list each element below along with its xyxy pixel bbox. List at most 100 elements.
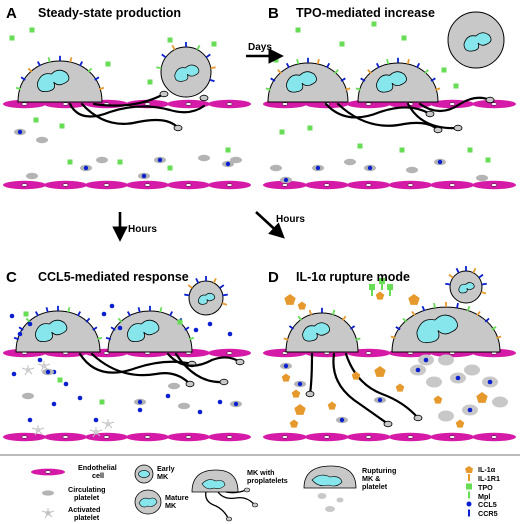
panel-a-title: Steady-state production	[38, 6, 181, 20]
bound-ligand	[387, 284, 393, 290]
bound-ligand	[379, 278, 385, 284]
proplatelet-extension	[92, 92, 166, 107]
il1a-molecule	[327, 401, 337, 410]
legend-mature-mk-icon	[134, 489, 162, 515]
il1a-molecule	[374, 366, 386, 377]
receptor	[332, 309, 336, 315]
legend-ccl5-swatch	[466, 501, 472, 507]
early-mk-nucleus	[463, 32, 492, 52]
endothelial-nucleus	[185, 435, 192, 439]
proplatelet-tip	[425, 110, 435, 118]
legend: Endothelial cell Circulating platelet Ac…	[31, 463, 500, 522]
activated-platelet-body	[93, 429, 99, 435]
legend-early-mk-label-2: MK	[157, 472, 169, 481]
receptor	[79, 61, 84, 67]
activated-platelet-body	[25, 367, 31, 373]
receptor	[375, 62, 380, 69]
receptor-stalk	[371, 290, 373, 296]
receptor	[265, 87, 271, 91]
platelet-granule	[17, 129, 23, 135]
il1a-molecule	[476, 392, 488, 403]
endothelium-row	[263, 180, 516, 190]
receptor	[184, 326, 190, 331]
fragment-granule	[415, 367, 421, 373]
activated-platelet	[37, 361, 51, 372]
tpo-molecule	[117, 159, 123, 165]
platelet-granule	[83, 165, 89, 171]
endothelial-nucleus	[21, 102, 28, 106]
endothelial-nucleus	[185, 183, 192, 187]
hours-down-arrow-label: Hours	[128, 224, 157, 235]
endothelial-nucleus	[491, 183, 497, 187]
proplatelet-tip	[305, 390, 315, 398]
endothelial-nucleus	[226, 102, 233, 106]
endothelial-nucleus	[407, 435, 414, 439]
receptor	[77, 311, 82, 317]
receptor	[277, 69, 282, 75]
receptor	[283, 337, 289, 341]
platelet-granule	[283, 177, 289, 183]
proplatelet-extension	[78, 352, 194, 374]
receptor	[20, 76, 26, 81]
legend-ccr5-label: CCR5	[478, 509, 498, 518]
fragment-granule	[455, 375, 461, 381]
activated-platelet	[21, 365, 35, 376]
receptor	[110, 326, 116, 331]
proplatelet-tip	[159, 90, 169, 98]
tpo-molecule	[167, 165, 173, 171]
endothelial-nucleus	[144, 102, 151, 106]
tpo-molecule	[167, 37, 173, 43]
bound-ligand	[369, 284, 375, 290]
proplatelet-extension	[166, 352, 242, 367]
rupture-fragment	[438, 354, 454, 366]
tpo-molecule	[105, 61, 111, 67]
circulating-platelet	[230, 156, 242, 164]
tpo-molecule	[399, 147, 405, 153]
tpo-molecule	[295, 27, 301, 33]
receptor	[433, 302, 436, 309]
receptor	[105, 336, 112, 341]
il1a-molecule	[294, 404, 306, 415]
receptor	[411, 310, 416, 317]
receptor	[195, 277, 200, 284]
receptor	[481, 282, 487, 286]
ccl5-molecule	[227, 331, 233, 337]
receptor	[326, 62, 331, 69]
endothelial-nucleus	[226, 351, 233, 355]
endothelial-nucleus	[282, 102, 288, 106]
receptor	[85, 317, 91, 323]
ccl5-molecule	[193, 327, 199, 333]
receptor	[221, 302, 228, 306]
ccl5-molecule	[165, 393, 171, 399]
legend-mpl-label: Mpl	[478, 492, 490, 501]
tpo-molecule	[225, 147, 231, 153]
ccl5-molecule	[117, 325, 123, 331]
tpo-molecule	[371, 21, 377, 27]
panel-b-title: TPO-mediated increase	[296, 6, 435, 20]
receptor	[367, 69, 372, 75]
early-mk-nucleus	[458, 282, 475, 294]
receptor	[212, 277, 217, 284]
il1a-molecule	[297, 301, 307, 310]
hours-diagonal-arrow-label: Hours	[276, 214, 305, 225]
circulating-platelet	[36, 136, 48, 144]
legend-ccl5-label: CCL5	[478, 500, 497, 509]
receptor	[219, 284, 225, 289]
circulating-platelet	[270, 164, 282, 172]
tpo-molecule	[273, 57, 279, 63]
proplatelet-extension	[90, 352, 192, 386]
receptor	[209, 78, 215, 83]
receptor	[480, 291, 487, 295]
legend-rupturing-label-3: platelet	[362, 482, 388, 491]
panel-c-title: CCL5-mediated response	[38, 270, 189, 284]
free-element-layer	[9, 21, 508, 438]
endothelial-nucleus	[365, 183, 372, 187]
platelet-granule	[283, 363, 289, 369]
il1a-molecule	[395, 383, 405, 392]
tpo-molecule	[211, 41, 217, 47]
legend-rupturing-mk-icon	[303, 465, 357, 512]
legend-il1r1-label: IL-1R1	[478, 474, 500, 483]
legend-activated-label-1: Activated	[68, 505, 100, 514]
circulating-platelet	[198, 154, 210, 162]
receptor	[67, 307, 71, 313]
